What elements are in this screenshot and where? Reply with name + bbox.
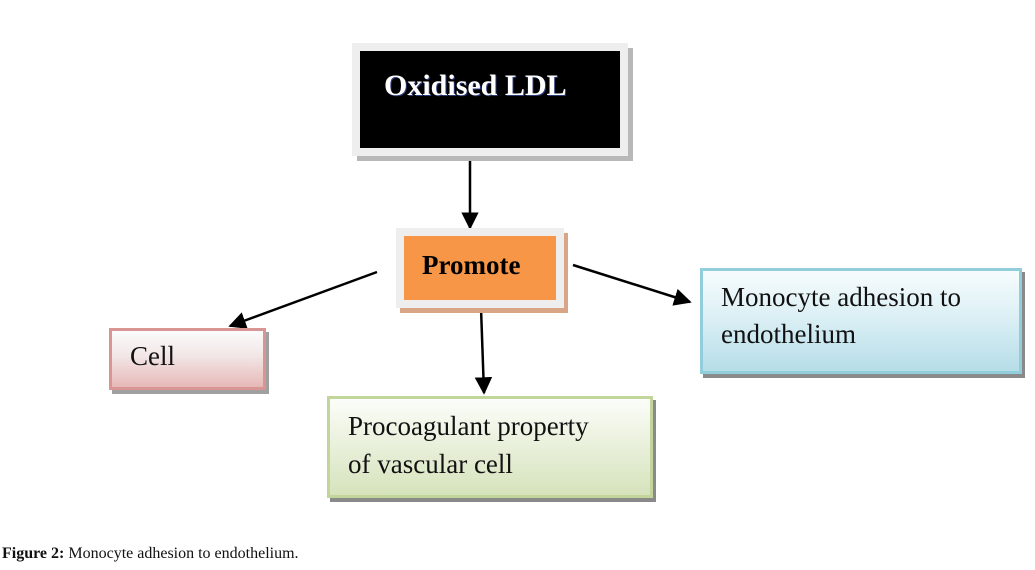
arrow-promote-to-cell — [228, 270, 378, 329]
monocyte-adhesion-label: Monocyte adhesion to endothelium — [721, 279, 961, 353]
arrow-promote-to-monocyte — [572, 263, 692, 306]
cell-node: Cell — [109, 328, 266, 390]
promote-fill: Promote — [404, 236, 556, 300]
oxidised-ldl-fill: Oxidised LDL — [360, 51, 620, 148]
procoagulant-node: Procoagulant property of vascular cell — [327, 396, 653, 498]
monocyte-adhesion-node: Monocyte adhesion to endothelium — [700, 268, 1022, 374]
figure-caption: Figure 2: Monocyte adhesion to endotheli… — [2, 545, 299, 563]
cell-label: Cell — [130, 341, 175, 371]
promote-node: Promote — [396, 228, 564, 308]
figure-caption-label: Figure 2: — [2, 545, 65, 562]
figure-caption-text: Monocyte adhesion to endothelium. — [64, 545, 299, 562]
procoagulant-label: Procoagulant property of vascular cell — [348, 407, 589, 483]
procoagulant-line1: Procoagulant property — [348, 411, 589, 441]
oxidised-ldl-label: Oxidised LDL — [384, 69, 567, 102]
procoagulant-line2: of vascular cell — [348, 449, 513, 479]
monocyte-adhesion-line1: Monocyte adhesion to — [721, 282, 961, 312]
oxidised-ldl-node: Oxidised LDL — [352, 43, 628, 156]
monocyte-adhesion-line2: endothelium — [721, 319, 856, 349]
promote-label: Promote — [422, 250, 521, 280]
arrow-promote-to-procoagulant — [474, 307, 493, 395]
